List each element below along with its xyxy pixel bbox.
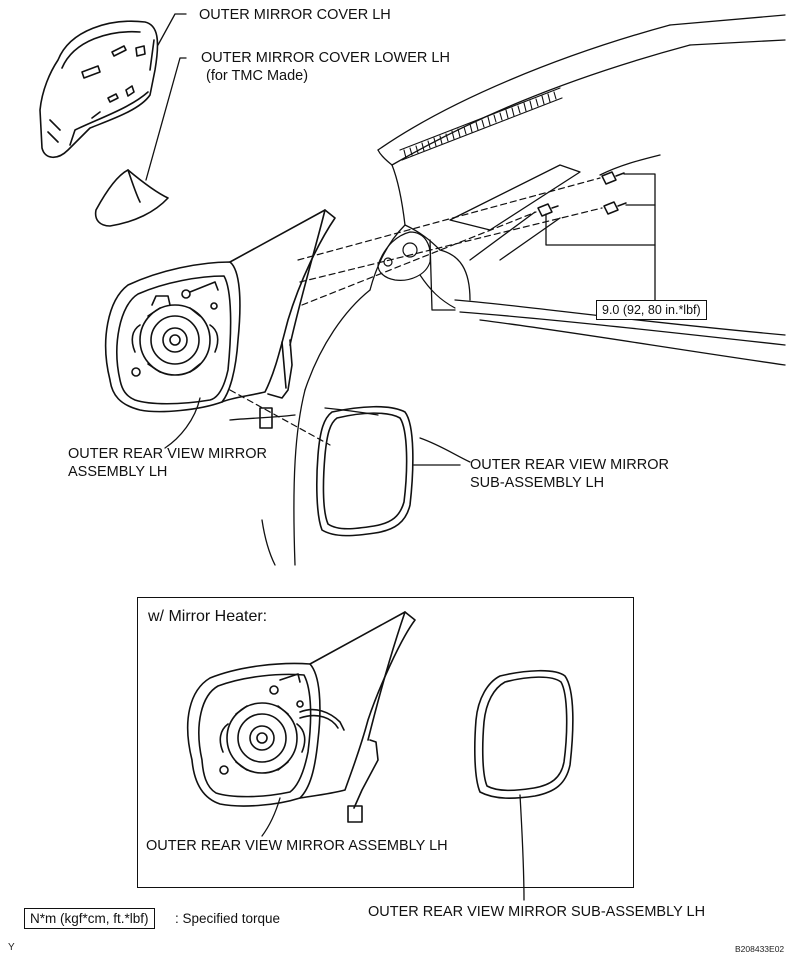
torque-value-box: 9.0 (92, 80 in.*lbf) xyxy=(596,300,707,320)
vehicle-door-outline xyxy=(229,14,786,566)
torque-leader-lines xyxy=(545,173,656,301)
heater-mirror-assembly-drawing xyxy=(186,611,416,823)
figure-id: B208433E02 xyxy=(735,944,785,954)
outer-mirror-cover-drawing xyxy=(39,20,159,159)
label-leader-lines xyxy=(145,13,461,466)
torque-legend-description: : Specified torque xyxy=(175,911,281,926)
alignment-lines xyxy=(229,177,603,446)
outer-mirror-cover-lower-drawing xyxy=(94,169,169,227)
heater-label-leader-lines xyxy=(261,794,525,901)
label-heater-mirror-sub-assembly: OUTER REAR VIEW MIRROR SUB-ASSEMBLY LH xyxy=(368,904,706,920)
label-mirror-assembly-line2: ASSEMBLY LH xyxy=(68,464,168,480)
label-mirror-assembly: OUTER REAR VIEW MIRROR xyxy=(68,446,267,462)
label-outer-mirror-cover: OUTER MIRROR COVER LH xyxy=(199,7,391,23)
door-mount-area xyxy=(377,231,456,309)
label-heater-mirror-assembly: OUTER REAR VIEW MIRROR ASSEMBLY LH xyxy=(146,838,448,854)
label-mirror-sub-assembly-line2: SUB-ASSEMBLY LH xyxy=(470,475,605,491)
vent-louver xyxy=(399,87,563,161)
mirror-heater-inset xyxy=(137,597,634,888)
heater-inset-title: w/ Mirror Heater: xyxy=(148,608,268,625)
torque-unit-legend-box: N*m (kgf*cm, ft.*lbf) xyxy=(24,908,155,929)
mirror-glass-drawing xyxy=(316,405,414,537)
footer-left-code: Y xyxy=(8,942,15,953)
mirror-assembly-drawing xyxy=(104,209,336,429)
label-outer-mirror-cover-lower: OUTER MIRROR COVER LOWER LH xyxy=(201,50,450,66)
label-mirror-sub-assembly: OUTER REAR VIEW MIRROR xyxy=(470,457,669,473)
bolt-icon xyxy=(537,171,627,217)
heater-mirror-glass-drawing xyxy=(474,669,574,799)
label-outer-mirror-cover-lower-note: (for TMC Made) xyxy=(206,68,309,84)
